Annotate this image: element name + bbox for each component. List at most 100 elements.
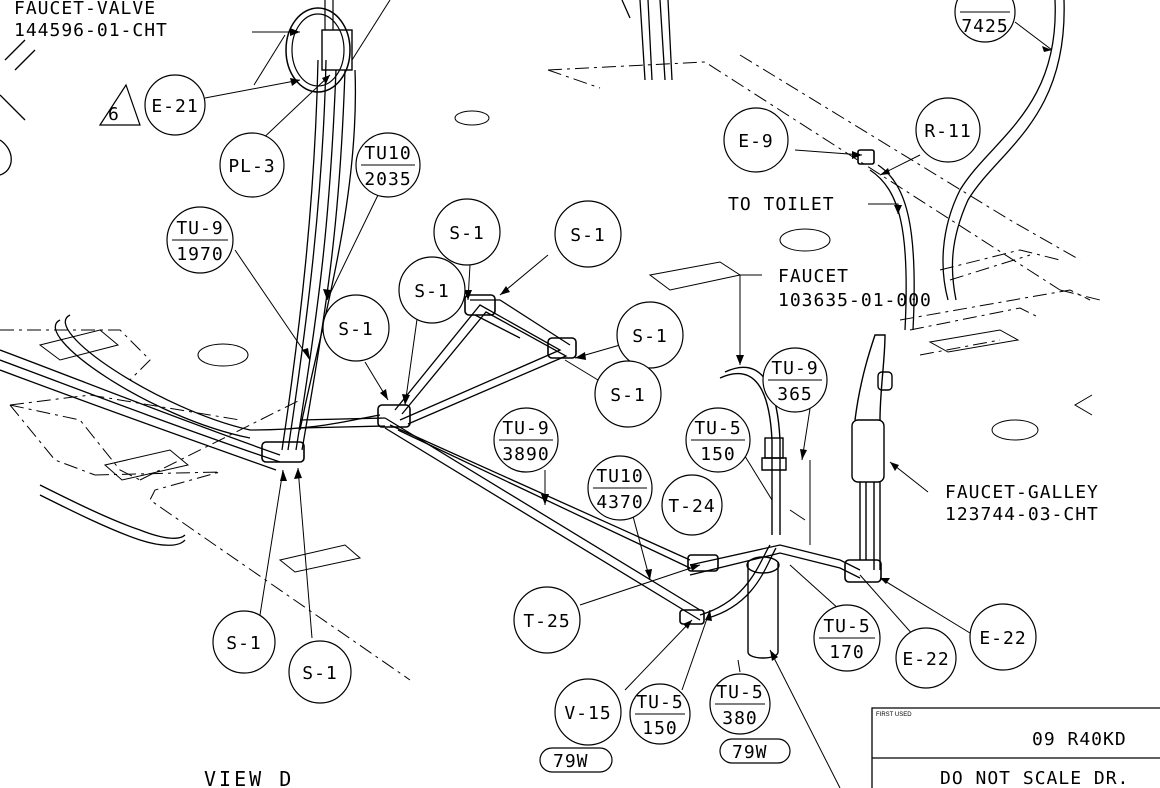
item-balloon: S-1 — [288, 640, 352, 704]
balloon-circle — [915, 97, 981, 163]
balloon-label: S-1 — [570, 225, 606, 246]
balloon-circle — [513, 586, 581, 654]
item-balloon: S-1 — [322, 294, 390, 362]
item-balloon: E-21 — [144, 74, 206, 136]
balloon-label: E-22 — [979, 628, 1026, 649]
note-triangle: 6 — [98, 83, 141, 126]
balloon-label: 3890 — [502, 444, 549, 465]
item-balloon: T-24 — [661, 474, 723, 536]
first-used-value: 09 R40KD — [1032, 729, 1127, 750]
balloon-circle — [433, 198, 501, 266]
scale-note: DO NOT SCALE DR. — [940, 768, 1129, 788]
item-balloon: T-25 — [513, 586, 581, 654]
item-balloon: S-1 — [212, 610, 276, 674]
floor-holes — [197, 110, 1093, 441]
balloon-label: TU-9 — [176, 218, 223, 239]
balloon-circle — [661, 474, 723, 536]
to-toilet-label: TO TOILET — [728, 194, 835, 215]
balloon-circle — [954, 0, 1016, 43]
balloon-label: TU-9 — [502, 418, 549, 439]
balloon-circle — [288, 640, 352, 704]
balloon-circle — [554, 678, 622, 746]
balloon-label: TU-5 — [823, 616, 870, 637]
balloon-circle — [398, 256, 466, 324]
balloon-label: TU-9 — [771, 358, 818, 379]
balloon-label: V-15 — [564, 703, 611, 724]
balloon-circle — [969, 603, 1037, 671]
item-balloon: TU-5 150 — [685, 407, 751, 473]
balloon-label: T-25 — [523, 611, 570, 632]
balloon-label: E-22 — [902, 649, 949, 670]
faucet-valve-title: FAUCET-VALVE — [14, 0, 156, 19]
balloon-label: TU-5 — [636, 692, 683, 713]
balloon-label: PL-3 — [228, 156, 275, 177]
balloon-label: E-21 — [151, 96, 198, 117]
galley-faucet — [851, 334, 893, 570]
water-filter — [746, 556, 780, 659]
balloon-label: S-1 — [449, 223, 485, 244]
balloon-label: S-1 — [414, 281, 450, 302]
balloon-label: TU-5 — [716, 682, 763, 703]
balloon-circle — [144, 74, 206, 136]
floor-panels — [0, 54, 1101, 681]
note-triangle-number: 6 — [108, 104, 120, 125]
item-balloon: E-22 — [969, 603, 1037, 671]
faucet-part-number: 103635-01-000 — [778, 290, 932, 311]
item-balloon: E-9 — [723, 107, 789, 173]
faucet-galley-part-number: 123744-03-CHT — [945, 504, 1099, 525]
faucet-galley-callout: FAUCET-GALLEY 123744-03-CHT — [945, 482, 1099, 525]
balloon-circle — [616, 301, 684, 369]
item-balloon: V-15 — [554, 678, 622, 746]
item-balloon: S-1 — [616, 301, 684, 369]
item-balloon: TU-9 3890 — [493, 407, 559, 473]
item-balloon: S-1 — [554, 200, 622, 268]
balloon-label: 150 — [700, 444, 736, 465]
view-title-text: VIEW D — [204, 767, 294, 788]
item-balloon: R-11 — [915, 97, 981, 163]
balloon-label: 150 — [642, 718, 678, 739]
balloon-circle — [212, 610, 276, 674]
balloon-circle — [554, 200, 622, 268]
tee-fittings — [261, 149, 882, 625]
balloon-label: 7425 — [961, 16, 1008, 37]
balloon-label: S-1 — [302, 663, 338, 684]
balloon-label: R-11 — [924, 121, 971, 142]
faucet-valve-part-number: 144596-01-CHT — [14, 20, 168, 41]
item-balloon: E-22 — [895, 627, 957, 689]
balloon-label: 2035 — [364, 169, 411, 190]
balloon-label: TU10 — [364, 143, 411, 164]
item-balloon: TU-5 380 — [709, 673, 771, 735]
item-balloon: 7425 — [954, 0, 1016, 43]
first-used-label: FIRST USED — [876, 712, 912, 718]
pill-callouts: 79W 79W — [539, 738, 791, 773]
balloon-label: S-1 — [226, 633, 262, 654]
view-title: VIEW D — [204, 767, 294, 788]
balloon-circle — [594, 360, 662, 428]
faucet-title: FAUCET — [778, 266, 849, 287]
item-balloon: PL-3 — [219, 132, 285, 198]
balloon-circle — [895, 627, 957, 689]
item-balloon: TU-5 150 — [629, 683, 691, 745]
balloon-circle — [219, 132, 285, 198]
balloon-label: S-1 — [610, 385, 646, 406]
item-balloon: TU10 2035 — [355, 132, 421, 198]
balloon-circle — [322, 294, 390, 362]
balloon-label: TU-5 — [694, 418, 741, 439]
balloon-label: S-1 — [632, 326, 668, 347]
faucet-galley-title: FAUCET-GALLEY — [945, 482, 1099, 503]
faucet-callout: FAUCET 103635-01-000 — [778, 266, 932, 311]
balloon-label: T-24 — [668, 496, 715, 517]
pill-label: 79W — [732, 742, 768, 763]
balloon-label: S-1 — [338, 319, 374, 340]
balloon-label: TU10 — [596, 466, 643, 487]
item-balloon: S-1 — [398, 256, 466, 324]
balloon-label: 380 — [722, 708, 758, 729]
balloon-circle — [723, 107, 789, 173]
pill-label: 79W — [553, 751, 589, 772]
